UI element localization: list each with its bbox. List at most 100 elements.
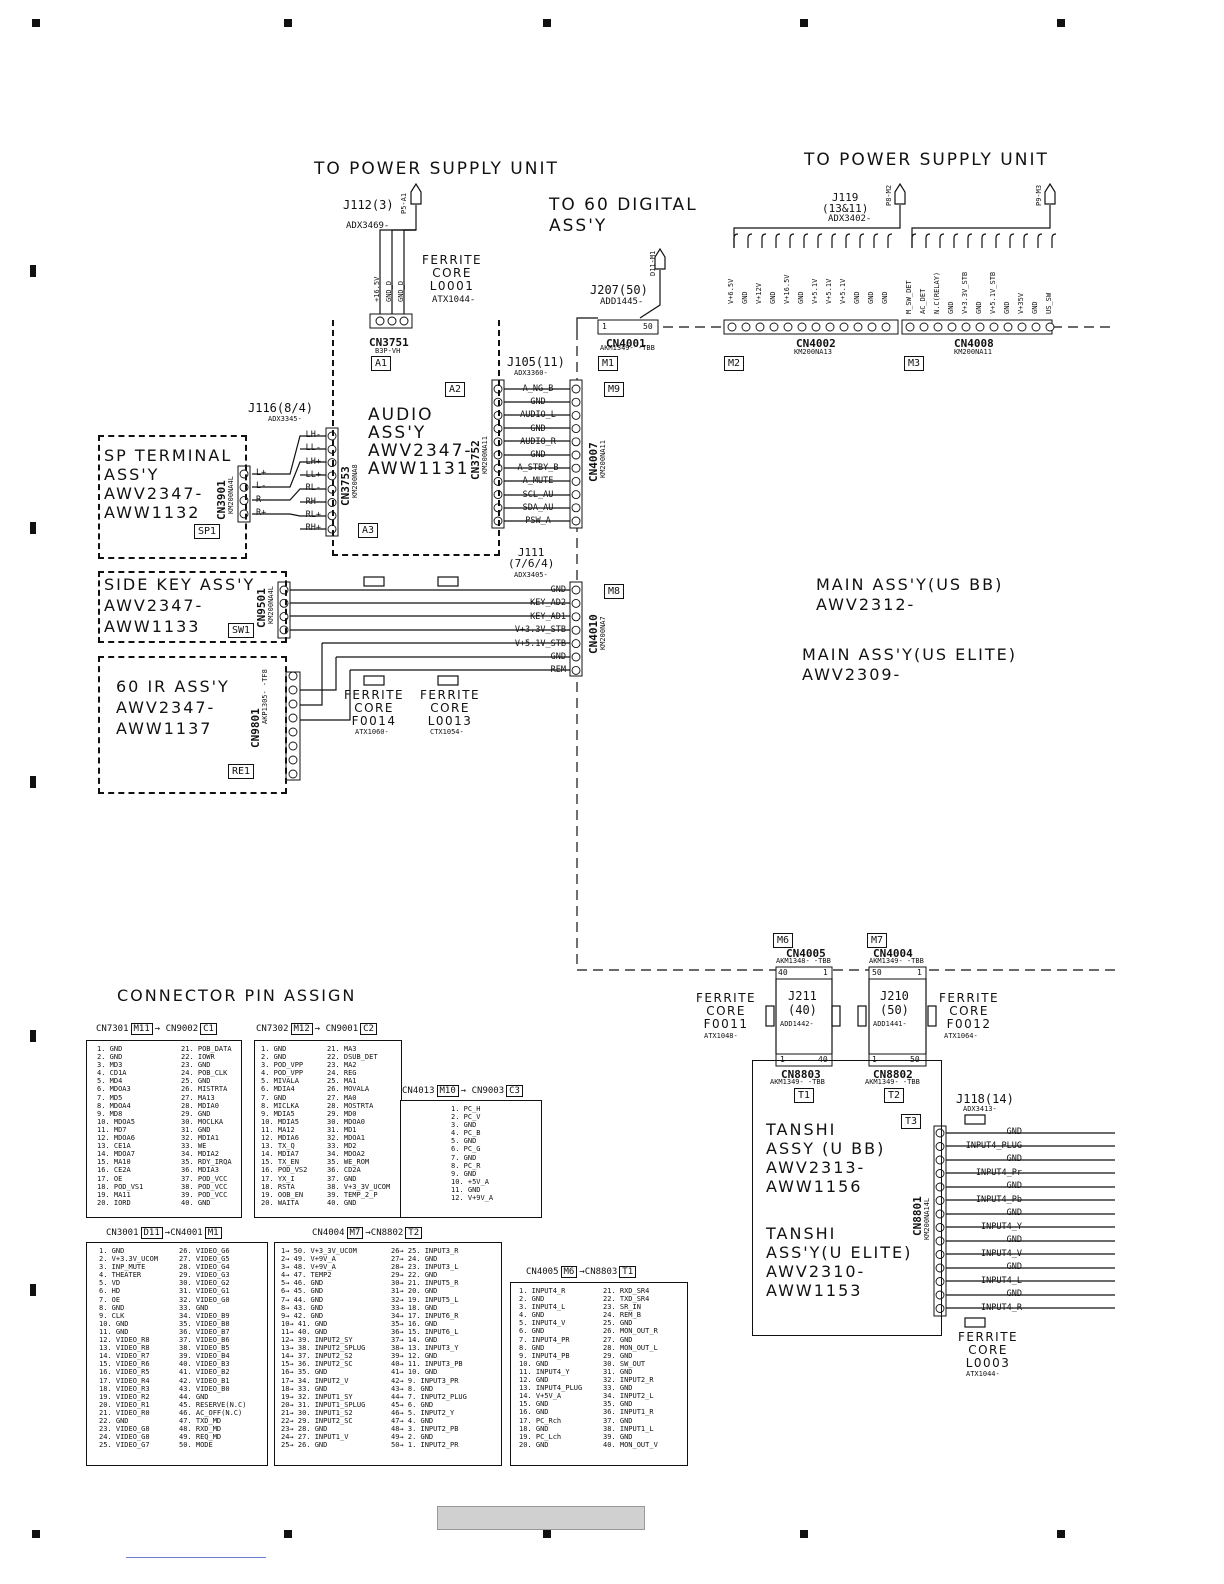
connector-pin <box>571 476 581 486</box>
connector-pin <box>288 755 298 765</box>
cn4005-label: CN4005 <box>786 947 826 960</box>
j105-signal: A_NG_B <box>522 384 554 394</box>
connector-pin <box>571 652 581 662</box>
cn4007-part: KM200NA11 <box>599 440 607 478</box>
ferrite-f0012: FERRITE CORE F0012 <box>939 991 1000 1031</box>
tag-t3: T3 <box>901 1114 922 1129</box>
cn4008-signal: V+35V <box>1017 292 1025 314</box>
j118-signal: GND <box>1006 1181 1022 1191</box>
table-from: CN3001 <box>106 1228 139 1238</box>
cn4002-signal: V+5.1V <box>839 278 847 304</box>
j105-signal: A_MUTE <box>522 476 554 487</box>
table-to: → CN9003 <box>460 1086 505 1096</box>
j112-signal-1: +16.5V <box>373 276 381 302</box>
table-from: CN4004 <box>312 1228 345 1238</box>
connector-pin <box>935 1277 945 1286</box>
pin-table: 1. GND 2. GND 3. POD_VPP 4. POD_VPP 5. M… <box>254 1040 402 1218</box>
connector-pin <box>853 322 863 332</box>
pin-assign-title: CONNECTOR PIN ASSIGN <box>117 986 357 1005</box>
cn8802-pin-50: 50 <box>910 1055 920 1064</box>
cn4007-label: CN4007 <box>587 442 600 482</box>
table-from: CN4013 <box>402 1086 435 1096</box>
connector-pin <box>571 410 581 420</box>
cn8801-part: KM200NA14L <box>923 1197 931 1240</box>
tag-t1: T1 <box>794 1088 815 1103</box>
tag-a2: A2 <box>445 382 466 397</box>
ferrite-f0012-part: ATX1064- <box>944 1032 978 1040</box>
j118-signal: GND <box>1006 1208 1022 1218</box>
ferrite-l0001-part: ATX1044- <box>432 295 476 305</box>
cn4005-pin-40: 40 <box>778 968 788 977</box>
footer-bar <box>437 1506 645 1530</box>
table-to: →CN8803 <box>579 1267 618 1277</box>
pin-table: 1. GND 2. GND 3. MD3 4. CD1A 5. MD4 6. M… <box>86 1040 242 1218</box>
registration-mark <box>284 19 292 27</box>
pin-table-col-right: 21. RXD_SR4 22. TXD_SR4 23. SR_IN 24. RE… <box>603 1287 658 1449</box>
table-to: →CN8802 <box>365 1228 404 1238</box>
sp-signal: L- <box>256 481 267 492</box>
j118-signal: INPUT4_V <box>981 1248 1022 1259</box>
j118-label: J118(14) <box>956 1092 1014 1106</box>
connector-pin <box>811 322 821 332</box>
j111-signal: V+3.3V_STB <box>514 625 566 636</box>
j112-signal-2: GND_D <box>385 280 393 302</box>
pin-table: 1. GND 2. V+3.3V_UCOM 3. INP_MUTE 4. THE… <box>86 1242 268 1466</box>
connector-pin <box>825 322 835 332</box>
main-assy-bb-label: MAIN ASS'Y(US BB) AWV2312- <box>816 575 1004 614</box>
cn3751-label: CN3751 <box>369 336 409 349</box>
table-from-tag: D11 <box>140 1227 163 1239</box>
connector-pin <box>935 1223 945 1232</box>
pin-table-col-left: 1. GND 2. GND 3. POD_VPP 4. POD_VPP 5. M… <box>261 1045 308 1207</box>
cn9801-label: CN9801 <box>249 708 262 748</box>
to-digital-assy: TO 60 DIGITAL ASS'Y <box>549 195 698 236</box>
registration-mark <box>1057 1530 1065 1538</box>
j118-signal: GND <box>1006 1154 1022 1164</box>
connector-pin <box>935 1250 945 1259</box>
cn4004-pin-50: 50 <box>872 968 882 977</box>
j111-signal: GND <box>550 585 566 595</box>
registration-mark <box>30 1284 36 1296</box>
ferrite-l0003-part: ATX1044- <box>966 1370 1000 1378</box>
cn3753-label: CN3753 <box>339 466 352 506</box>
cn4008-signal: GND <box>975 301 983 314</box>
audio-assy-label: AUDIO ASS'Y AWV2347- AWW1131 <box>368 405 473 479</box>
cn4001-part: AKM1349- -TBB <box>600 344 655 352</box>
pin-table: 1→ 50. V+3_3V_UCOM 2→ 49. V+9V_A 3→ 48. … <box>274 1242 502 1466</box>
cn4002-signal: GND <box>797 291 805 304</box>
j118-signal: INPUT4_Y <box>981 1221 1022 1232</box>
connector-pin <box>571 665 581 675</box>
cn4002-label: CN4002 <box>796 337 836 350</box>
tag-sp1: SP1 <box>194 524 221 539</box>
connector-pin <box>571 463 581 473</box>
connector-pin <box>961 322 971 332</box>
connector-pin <box>571 450 581 460</box>
connector-pin <box>935 1263 945 1273</box>
tag-re1: RE1 <box>228 764 255 779</box>
j111-signal: KEY_AD1 <box>530 611 566 622</box>
tag-a1: A1 <box>371 356 392 371</box>
registration-mark <box>800 19 808 27</box>
j211-part: ADD1442- <box>780 1020 814 1028</box>
cn4008-signal: GND <box>1003 301 1011 314</box>
connector-pin <box>755 322 765 332</box>
j210-part: ADD1441- <box>873 1020 907 1028</box>
cn8802-label: CN8802 <box>873 1068 913 1081</box>
connector-pin <box>935 1304 945 1313</box>
ferrite-f0011: FERRITE CORE F0011 <box>696 991 757 1031</box>
ferrite-f0014: FERRITE CORE F0014 <box>344 688 405 728</box>
cn8803-pin-40: 40 <box>818 1055 828 1064</box>
j118-signal: GND <box>1006 1127 1022 1137</box>
j105-signal: AUDIO_L <box>520 410 556 421</box>
tag-m8: M8 <box>604 584 625 599</box>
pin-table: 1. PC_H 2. PC_V 3. GND 4. PC_B 5. GND 6.… <box>400 1100 542 1218</box>
ferrite-l0003: FERRITE CORE L0003 <box>958 1330 1019 1370</box>
table-from-tag: M12 <box>290 1023 313 1035</box>
cn4001-label: CN4001 <box>606 337 646 350</box>
connector-pin <box>571 516 581 526</box>
j105-signal: GND <box>530 423 546 434</box>
table-from-tag: M10 <box>436 1085 459 1097</box>
cn9501-part: KM200NA4L <box>267 586 275 624</box>
j118-signal: INPUT4_Pr <box>975 1167 1022 1178</box>
